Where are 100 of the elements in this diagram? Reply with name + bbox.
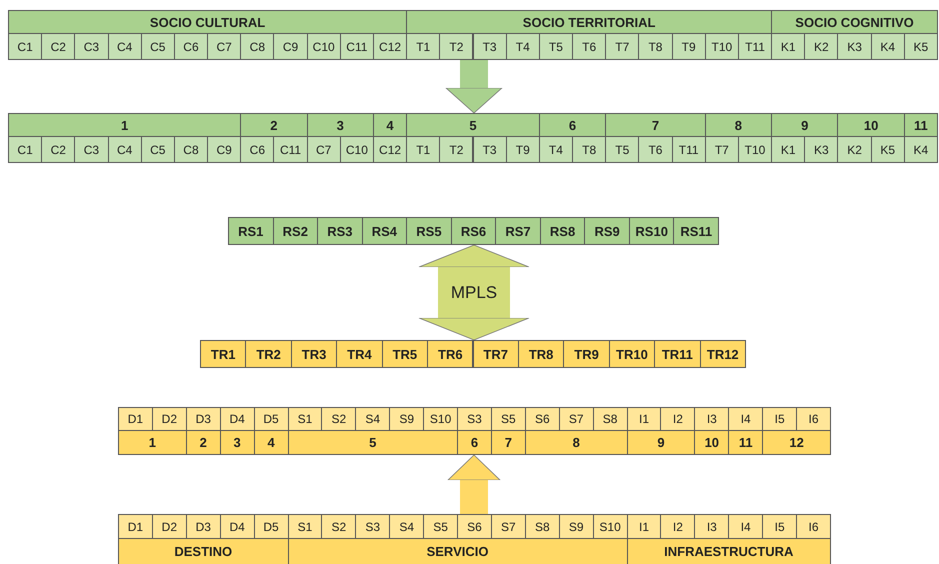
table-cell: K4	[904, 136, 938, 163]
header-cell: RS4	[362, 217, 408, 245]
header-cell: INFRAESTRUCTURA	[626, 538, 831, 564]
table-cell: D3	[186, 514, 221, 539]
table-cell: S2	[321, 407, 356, 431]
table-cell: C3	[74, 33, 109, 60]
table-cell: I1	[626, 514, 662, 539]
table-cell: D5	[254, 514, 288, 539]
table-cell: K5	[870, 136, 905, 163]
table-cell: C1	[8, 136, 42, 163]
table-cell: C2	[41, 33, 76, 60]
table-cell: C11	[273, 136, 308, 163]
table-cell: T4	[506, 33, 540, 60]
table-cell: T8	[638, 33, 673, 60]
table-cell: C7	[207, 33, 242, 60]
table-cell: S2	[321, 514, 356, 539]
table-cell: S7	[490, 514, 526, 539]
table-cell: T1	[406, 136, 440, 163]
table-cell: T3	[472, 136, 507, 163]
header-cell: SOCIO TERRITORIAL	[406, 10, 772, 34]
table-cell: C1	[8, 33, 42, 60]
table-cell: D2	[152, 407, 187, 431]
header-cell: 4	[372, 113, 408, 137]
header-cell: 6	[538, 113, 606, 137]
header-cell: RS9	[584, 217, 630, 245]
header-cell: RS11	[673, 217, 719, 245]
table-cell: T8	[572, 136, 606, 163]
table-cell: T10	[704, 33, 739, 60]
table-cell: S9	[558, 514, 594, 539]
table-cell: T3	[472, 33, 507, 60]
header-cell: 5	[406, 113, 540, 137]
table-cell: C9	[207, 136, 242, 163]
table-cell: C5	[140, 33, 175, 60]
header-cell: 1	[118, 430, 187, 455]
header-cell: RS2	[272, 217, 318, 245]
table-cell: K3	[837, 33, 872, 60]
header-cell: 10	[694, 430, 730, 455]
header-cell: 8	[704, 113, 772, 137]
data-table	[8, 113, 937, 162]
table-cell: S6	[457, 514, 492, 539]
table-cell: D1	[118, 407, 153, 431]
header-cell: RS1	[228, 217, 274, 245]
table-cell: C2	[41, 136, 76, 163]
table-cell: S1	[288, 514, 322, 539]
table-cell: C4	[108, 136, 142, 163]
header-cell: TR12	[700, 340, 746, 368]
table-cell: C8	[240, 33, 274, 60]
header-cell: TR7	[472, 340, 519, 368]
header-cell: 2	[240, 113, 308, 137]
table-cell: C11	[340, 33, 374, 60]
table-cell: I5	[762, 407, 798, 431]
table-cell: I1	[626, 407, 662, 431]
header-cell: 7	[605, 113, 706, 137]
header-cell: 9	[626, 430, 696, 455]
header-cell: TR11	[654, 340, 701, 368]
table-cell: T9	[672, 33, 706, 60]
block-arrow	[448, 454, 500, 514]
header-cell: TR8	[518, 340, 564, 368]
table-cell: D2	[152, 514, 187, 539]
header-cell: RS8	[540, 217, 586, 245]
table-cell: D4	[220, 407, 255, 431]
table-cell: T7	[704, 136, 739, 163]
header-cell: 1	[8, 113, 242, 137]
table-cell: S3	[355, 514, 390, 539]
table-cell: T4	[538, 136, 574, 163]
table-cell: S4	[389, 514, 424, 539]
header-cell: TR5	[382, 340, 428, 368]
table-cell: I2	[660, 514, 696, 539]
table-cell: T11	[672, 136, 706, 163]
table-cell: C6	[174, 33, 208, 60]
table-cell: S5	[490, 407, 526, 431]
table-cell: C7	[306, 136, 341, 163]
table-cell: T7	[605, 33, 640, 60]
table-cell: K2	[804, 33, 838, 60]
table-cell: S9	[389, 407, 424, 431]
header-cell: SOCIO CULTURAL	[8, 10, 408, 34]
table-cell: S6	[524, 407, 560, 431]
data-table	[118, 514, 830, 564]
table-cell: C4	[108, 33, 142, 60]
table-cell: K5	[904, 33, 938, 60]
table-cell: S4	[355, 407, 390, 431]
header-cell: 11	[728, 430, 764, 455]
table-cell: D4	[220, 514, 255, 539]
header-cell: TR4	[336, 340, 383, 368]
table-cell: T10	[738, 136, 772, 163]
table-cell: C12	[372, 136, 408, 163]
table-cell: I3	[694, 407, 730, 431]
header-cell: TR2	[245, 340, 292, 368]
table-cell: K4	[870, 33, 905, 60]
header-cell: SERVICIO	[288, 538, 628, 564]
header-cell: 2	[186, 430, 221, 455]
header-cell: 11	[904, 113, 938, 137]
header-cell: TR3	[290, 340, 338, 368]
table-cell: I5	[762, 514, 798, 539]
table-cell: T9	[506, 136, 540, 163]
header-cell: RS7	[495, 217, 541, 245]
header-cell: 10	[837, 113, 905, 137]
table-cell: C10	[306, 33, 341, 60]
header-cell: 6	[457, 430, 492, 455]
table-cell: C12	[372, 33, 408, 60]
